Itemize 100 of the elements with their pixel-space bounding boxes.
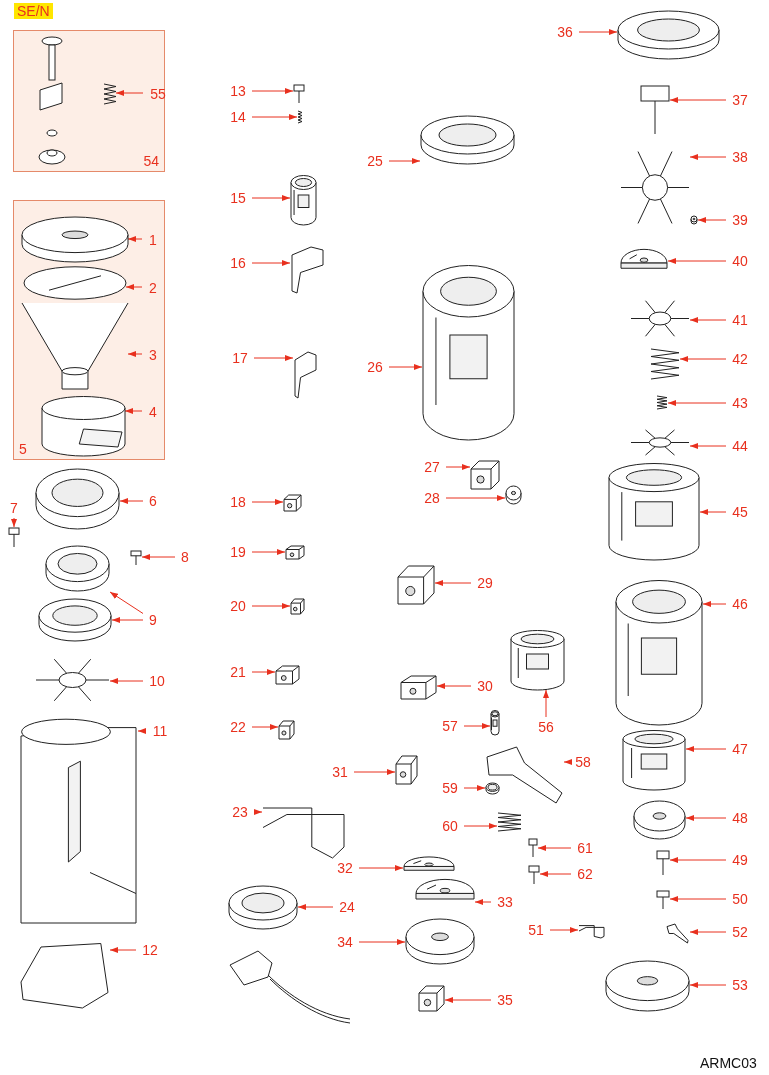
callout-number: 49 — [729, 852, 751, 868]
leader-line — [444, 997, 492, 1003]
callout-number: 43 — [729, 395, 751, 411]
leader-line — [543, 689, 549, 718]
leader-line — [702, 601, 727, 607]
leader-line — [251, 669, 276, 675]
callout-number: 41 — [729, 312, 751, 328]
leader-line — [251, 499, 284, 505]
leader-line — [125, 284, 143, 290]
callout-number: 42 — [729, 351, 751, 367]
callout-number: 61 — [574, 840, 596, 856]
leader-line — [537, 845, 572, 851]
callout-number: 15 — [227, 190, 249, 206]
callout-number: 17 — [229, 350, 251, 366]
callout-number: 31 — [329, 764, 351, 780]
lever-drawing — [665, 922, 690, 945]
small-part-drawing — [400, 675, 437, 700]
callout-number: 51 — [525, 922, 547, 938]
screw-drawing — [656, 890, 670, 910]
leader-line — [127, 351, 143, 357]
ring-drawing — [45, 545, 110, 592]
leader-line — [578, 29, 618, 35]
tray-drawing — [18, 940, 110, 1010]
leader-line — [251, 114, 298, 120]
callout-number: 46 — [729, 596, 751, 612]
callout-number: 22 — [227, 719, 249, 735]
drawing-code: ARMC03 — [700, 1055, 757, 1071]
small-part-drawing — [290, 598, 305, 615]
callout-number: 56 — [535, 719, 557, 735]
screw-drawing — [293, 84, 305, 104]
callout-number: 8 — [178, 549, 192, 565]
spring-drawing — [497, 812, 522, 832]
callout-number: 6 — [146, 493, 160, 509]
callout-number: 60 — [439, 818, 461, 834]
lever-drawing — [485, 745, 564, 805]
small-part-drawing — [395, 755, 418, 785]
leader-line — [251, 260, 291, 266]
disc-drawing — [405, 918, 475, 965]
callout-number: 27 — [421, 459, 443, 475]
cylinder-drawing — [608, 463, 700, 560]
collar-drawing — [41, 396, 126, 456]
leader-line — [669, 896, 727, 902]
leader-line — [699, 509, 727, 515]
cylinder-drawing — [622, 730, 686, 790]
callout-number: 19 — [227, 544, 249, 560]
disc-drawing — [21, 216, 129, 263]
leader-line — [141, 554, 176, 560]
callout-number: 54 — [143, 153, 159, 169]
callout-number: 35 — [494, 992, 516, 1008]
screw-drawing — [656, 850, 670, 876]
leader-line — [667, 258, 727, 264]
callout-number: 40 — [729, 253, 751, 269]
callout-number: 30 — [474, 678, 496, 694]
leader-line — [358, 939, 406, 945]
small-part-drawing — [397, 565, 435, 605]
callout-number: 47 — [729, 741, 751, 757]
callout-number: 13 — [227, 83, 249, 99]
screw-drawing — [8, 527, 20, 548]
agitator-drawing — [630, 427, 690, 458]
spring-drawing — [103, 83, 117, 105]
leader-line — [685, 746, 727, 752]
small-part-drawing — [470, 460, 500, 490]
leader-line — [689, 154, 727, 160]
callout-number: 1 — [146, 232, 160, 248]
small-part-drawing — [275, 665, 300, 685]
callout-number: 25 — [364, 153, 386, 169]
callout-number: 38 — [729, 149, 751, 165]
callout-number: 44 — [729, 438, 751, 454]
callout-number: 5 — [19, 441, 27, 457]
callout-number: 39 — [729, 212, 751, 228]
callout-number: 28 — [421, 490, 443, 506]
callout-number: 36 — [554, 24, 576, 40]
callout-number: 16 — [227, 255, 249, 271]
callout-number: 37 — [729, 92, 751, 108]
callout-number: 34 — [334, 934, 356, 950]
leader-line — [124, 408, 143, 414]
callout-number: 26 — [364, 359, 386, 375]
callout-number: 18 — [227, 494, 249, 510]
leader-line — [253, 355, 294, 361]
screw-drawing — [130, 550, 142, 566]
callout-number: 29 — [474, 575, 496, 591]
callout-number: 59 — [439, 780, 461, 796]
leader-line — [697, 217, 727, 223]
cylinder-drawing — [422, 265, 515, 440]
leader-line — [667, 400, 727, 406]
callout-number: 10 — [146, 673, 168, 689]
callout-number: 50 — [729, 891, 751, 907]
cylinder-drawing — [490, 710, 500, 735]
leader-line — [539, 871, 572, 877]
callout-number: 4 — [146, 404, 160, 420]
cylinder-drawing — [290, 175, 317, 225]
callout-number: 3 — [146, 347, 160, 363]
callout-number: 20 — [227, 598, 249, 614]
leader-line — [119, 498, 144, 504]
cylinder-drawing — [615, 580, 703, 725]
cylinder-drawing — [510, 630, 565, 690]
leader-line — [685, 815, 727, 821]
callout-number: 33 — [494, 894, 516, 910]
leader-line — [115, 90, 144, 96]
leader-line — [689, 929, 727, 935]
